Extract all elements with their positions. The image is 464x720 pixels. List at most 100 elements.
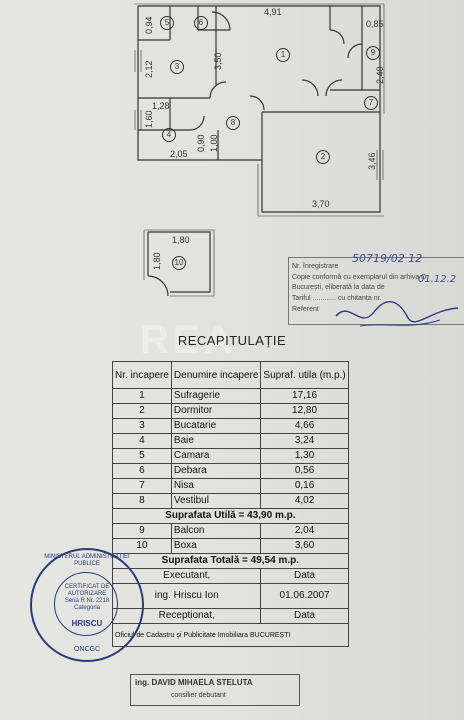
dim-label: 0,90 (196, 134, 206, 152)
cell-nr: 6 (112, 463, 172, 479)
stamp-line-3: București, eliberată la data de (292, 284, 385, 291)
recap-table: Nr. incapere Denumire incapere Supraf. u… (111, 361, 349, 647)
office-stamp: Oficiul de Cadastru și Publicitate Imobi… (112, 623, 349, 647)
cell-name: Bucatarie (170, 418, 262, 434)
stamp-line-1: Nr. înregistrare (292, 263, 339, 270)
executant-header-row: Executant,Data (111, 568, 349, 584)
cell-area: 0,16 (260, 478, 349, 494)
cell-name: Vestibul (170, 493, 262, 509)
cell-area: 4,02 (260, 493, 349, 509)
cell-name: Sufragerie (170, 388, 262, 404)
header-name: Denumire incapere (170, 361, 262, 389)
useful-total: Suprafata Utilă = 43,90 m.p. (112, 508, 349, 524)
floor-plan (134, 3, 385, 217)
cell-area: 12,80 (260, 403, 349, 419)
cell-nr: 4 (112, 433, 172, 449)
cell-area: 1,30 (260, 448, 349, 464)
dim-label: 1,60 (144, 110, 154, 128)
date-value: 01.06.2007 (260, 583, 349, 609)
cell-nr: 9 (112, 523, 172, 539)
room-number: 1 (276, 48, 290, 62)
room-number: 7 (364, 96, 378, 110)
cell-nr: 1 (112, 388, 172, 404)
room-number: 10 (172, 256, 186, 270)
grand-total: Suprafata Totală = 49,54 m.p. (112, 553, 349, 569)
room-number: 4 (162, 128, 176, 142)
table-header-row: Nr. incapere Denumire incapere Supraf. u… (112, 361, 349, 389)
office-row: Oficiul de Cadastru și Publicitate Imobi… (112, 623, 349, 647)
seal-outer-text: MINISTERUL ADMINISTRAȚIEI PUBLICE (44, 554, 130, 567)
cell-nr: 2 (112, 403, 172, 419)
date-label: Data (260, 568, 349, 584)
cell-name: Debara (170, 463, 262, 479)
handwritten-date: 01.12.2 (418, 274, 457, 285)
room-number: 2 (316, 150, 330, 164)
cell-name: Balcon (170, 523, 262, 539)
cell-name: Boxa (170, 538, 262, 554)
header-nr: Nr. incapere (112, 361, 172, 389)
room-number: 9 (366, 46, 380, 60)
dim-label: 2,12 (144, 60, 154, 78)
signature (335, 301, 459, 327)
date-label-2: Data (260, 608, 349, 624)
seal-name: HRISCU (71, 619, 103, 628)
authorization-seal: MINISTERUL ADMINISTRAȚIEI PUBLICE CERTIF… (30, 548, 144, 662)
seal-center-text: CERTIFICAT DE AUTORIZARE Seria R Nr. 221… (64, 584, 110, 611)
watermark: REA (140, 318, 237, 362)
cell-name: Nisa (170, 478, 262, 494)
cell-nr: 3 (112, 418, 172, 434)
inspector-name: ing. DAVID MIHAELA STELUTA (135, 678, 253, 687)
inspector-role: consilier debutant (171, 692, 226, 699)
cell-area: 0,56 (260, 463, 349, 479)
cell-area: 2,04 (260, 523, 349, 539)
useful-total-row: Suprafata Utilă = 43,90 m.p. (112, 508, 349, 524)
dim-label: 1,00 (209, 134, 219, 152)
seal-bottom-text: ONCGC (73, 646, 101, 653)
cell-name: Camara (170, 448, 262, 464)
cell-area: 17,16 (260, 388, 349, 404)
dim-label: 3,70 (312, 199, 330, 209)
cell-name: Baie (170, 433, 262, 449)
stamp-line-5: Referent (292, 306, 319, 313)
dim-label: 1,28 (152, 101, 170, 111)
room-number: 6 (194, 16, 208, 30)
room-number: 8 (226, 116, 240, 130)
stamp-line-4: Tariful ............ cu chitanța nr. (292, 295, 382, 302)
dim-label: 1,80 (152, 252, 162, 270)
cell-nr: 8 (112, 493, 172, 509)
cell-name: Dormitor (170, 403, 262, 419)
dim-label: 3,50 (213, 52, 223, 70)
cell-nr: 7 (112, 478, 172, 494)
recap-title: RECAPITULAȚIE (177, 333, 287, 348)
header-area: Supraf. utila (m.p.) (260, 361, 349, 389)
cell-area: 3,60 (260, 538, 349, 554)
storage-box-plan (143, 229, 215, 297)
room-number: 5 (160, 16, 174, 30)
dim-label: 2,05 (170, 149, 188, 159)
receptionat-header-row: Receptionat,Data (111, 608, 349, 624)
grand-total-row: Suprafata Totală = 49,54 m.p. (112, 553, 349, 569)
dim-label: 0,85 (366, 19, 384, 29)
cell-nr: 10 (112, 538, 172, 554)
dim-label: 0,94 (144, 16, 154, 34)
stamp-line-2: Copie conformă cu exemplarul din arhiva … (292, 274, 427, 281)
dim-label: 1,80 (172, 235, 190, 245)
dim-label: 4,91 (264, 7, 282, 17)
dim-label: 3,46 (367, 152, 377, 170)
cell-area: 4,66 (260, 418, 349, 434)
room-number: 3 (170, 60, 184, 74)
cell-nr: 5 (112, 448, 172, 464)
inspector-stamp: ing. DAVID MIHAELA STELUTA consilier deb… (130, 674, 300, 706)
dim-label: 2,40 (375, 66, 385, 84)
